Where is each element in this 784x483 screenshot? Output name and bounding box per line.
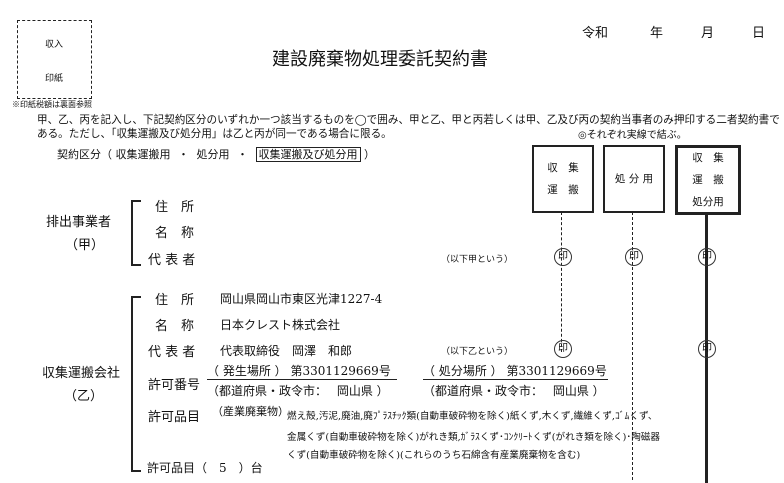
permit-items-line-1: 燃え殻,汚泥,廃油,廃ﾌﾟﾗｽﾁｯｸ類(自動車破砕物を除く)紙くず,木くず,繊維… <box>287 411 658 422</box>
date-month: 月 <box>701 26 715 41</box>
seal-a-dispose: 印 <box>625 248 643 266</box>
permit-1-pref: （都道府県・政令市： 岡山県 ） <box>207 382 389 399</box>
revenue-stamp-box <box>17 20 92 99</box>
page-title: 建設廃棄物処理委託契約書 <box>272 49 488 70</box>
stamp-label-1: 収入 <box>45 40 64 50</box>
permit-items-label: 許可品目 <box>148 410 201 425</box>
seal-b-both: 印 <box>698 340 716 358</box>
permit-items-line-2: 金属くず(自動車破砕物を除く)がれき類,ｶﾞﾗｽくず･ｺﾝｸﾘｰﾄくず(がれき類… <box>287 432 660 443</box>
party-b-name-label: 名 称 <box>155 319 195 334</box>
permit-1: （ 発生場所 ） 第3301129669号 <box>207 362 397 380</box>
intro-line-2: ある。ただし、「収集運搬及び処分用」は乙と丙が同一である場合に限る。 <box>37 128 392 140</box>
permit-items-count: 許可品目（ 5 ）台 <box>147 461 263 475</box>
category-sep-1: ・ <box>178 148 189 161</box>
party-a-bracket <box>131 200 141 266</box>
column-box-dispose: 処 分 用 <box>603 145 665 213</box>
seal-b-collect: 印 <box>554 340 572 358</box>
column-box-collect-line-2: 運 搬 <box>547 184 579 196</box>
permit-2-pref-value: 岡山県 ） <box>552 384 605 398</box>
contract-category: 契約区分（ 収集運搬用 ・ 処分用 ・ 収集運搬及び処分用 ） <box>57 146 375 162</box>
permit-2-number: 第3301129669号 <box>506 364 607 378</box>
party-a-heading: 排出事業者 <box>46 215 112 230</box>
party-b-rep-label: 代 表 者 <box>148 345 196 360</box>
permit-items-line-3: くず(自動車破砕物を除く)(これらのうち石綿含有産業廃棄物を含む) <box>287 450 581 461</box>
permit-1-number: 第3301129669号 <box>290 364 391 378</box>
permit-1-type: （ 発生場所 ） <box>207 364 287 378</box>
category-label: 契約区分（ <box>57 148 112 161</box>
party-b-address: 岡山県岡山市東区光津1227-4 <box>220 292 383 306</box>
permit-2: （ 処分場所 ） 第3301129669号 <box>423 362 608 380</box>
date-day: 日 <box>752 26 766 41</box>
party-a-sub: （甲） <box>65 238 105 253</box>
category-option-both[interactable]: 収集運搬及び処分用 <box>255 147 361 162</box>
party-b-name: 日本クレスト株式会社 <box>220 318 341 332</box>
stamp-note: ※印紙税額は裏面参照 <box>12 100 92 109</box>
dispose-connector <box>632 212 633 480</box>
party-b-heading: 収集運搬会社 <box>42 366 121 381</box>
party-b-sub: （乙） <box>64 389 104 404</box>
party-a-name-label: 名 称 <box>155 226 195 241</box>
date-era: 令和 <box>582 26 609 41</box>
column-box-both-line-3: 処分用 <box>692 196 724 208</box>
column-box-collect-line-1: 収 集 <box>547 162 579 174</box>
permit-2-type: （ 処分場所 ） <box>423 364 503 378</box>
permit-items-category: （産業廃棄物） <box>212 405 289 418</box>
category-close: ） <box>364 148 375 161</box>
date-year: 年 <box>650 26 664 41</box>
intro-note: ◎それぞれ実線で結ぶ。 <box>578 130 687 141</box>
column-box-both-line-2: 運 搬 <box>692 174 724 186</box>
seal-a-both: 印 <box>698 248 716 266</box>
collect-connector <box>561 212 562 352</box>
intro-line-1: 甲、乙、丙を記入し、下記契約区分のいずれか一つ該当するものを◯で囲み、甲と乙、甲… <box>37 114 780 126</box>
permit-2-pref: （都道府県・政令市： 岡山県 ） <box>423 382 605 399</box>
category-option-dispose[interactable]: 処分用 <box>196 148 230 161</box>
permit-1-pref-value: 岡山県 ） <box>336 384 389 398</box>
column-box-both: 収 集 運 搬 処分用 <box>675 145 741 215</box>
party-a-alias: （以下甲という） <box>441 255 514 265</box>
column-box-dispose-line-1: 処 分 用 <box>614 173 654 185</box>
permit-1-pref-label: （都道府県・政令市： <box>207 384 328 398</box>
permit-number-label: 許可番号 <box>148 378 201 393</box>
party-a-address-label: 住 所 <box>155 200 195 215</box>
column-box-collect: 収 集 運 搬 <box>532 145 594 213</box>
party-a-rep-label: 代 表 者 <box>148 253 196 268</box>
category-option-collect[interactable]: 収集運搬用 <box>115 148 171 161</box>
party-b-rep: 代表取締役 岡澤 和郎 <box>220 344 353 358</box>
party-b-address-label: 住 所 <box>155 293 195 308</box>
stamp-label-2: 印紙 <box>45 74 64 84</box>
party-b-bracket <box>131 296 141 472</box>
party-b-alias: （以下乙という） <box>441 347 514 357</box>
column-box-both-line-1: 収 集 <box>692 152 724 164</box>
seal-a-collect: 印 <box>554 248 572 266</box>
category-sep-2: ・ <box>237 148 248 161</box>
permit-2-pref-label: （都道府県・政令市： <box>423 384 544 398</box>
